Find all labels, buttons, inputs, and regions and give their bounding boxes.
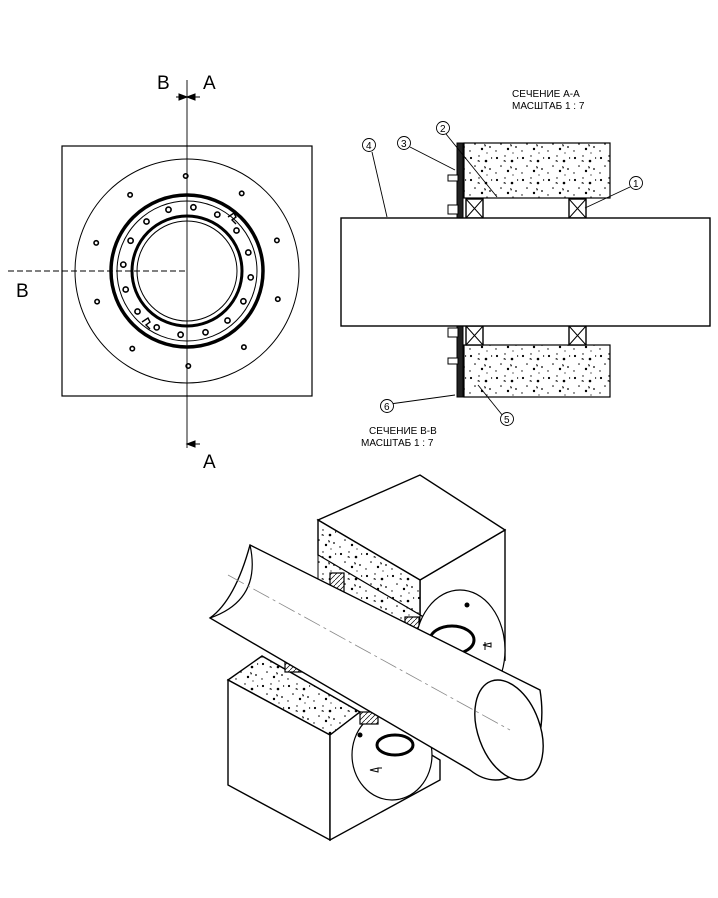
callout-1: 1 [633,179,639,190]
callout-5: 5 [504,415,510,426]
bolt-hole [240,344,247,351]
bolt-hole [129,345,136,352]
bolt-hole [127,237,134,245]
bolt-holes [93,173,281,369]
section-arrow [185,440,200,448]
callout-4: 4 [366,141,372,152]
bolt-hole [274,296,281,303]
bolt-hole [119,261,127,268]
bolt-hole [213,211,221,218]
bolt-hole [239,297,247,305]
section-arrow [176,93,189,101]
section-bb-title: СЕЧЕНИЕ В-В [369,426,437,437]
callout-2: 2 [440,124,446,135]
bolt-hole [224,317,231,324]
callout-6: 6 [384,402,390,413]
callout-3: 3 [401,139,407,150]
bolt-hole [143,218,150,225]
section-arrow [185,93,200,101]
bolt-hole [177,331,184,339]
section-mark-a-top: A [203,73,216,94]
bolt-hole [93,239,100,246]
concrete-wall-bottom [463,344,611,398]
bolt-hole [238,190,245,197]
bolt-hole [244,249,252,256]
section-bb-scale: МАСШТАБ 1 : 7 [361,438,434,449]
plan-view: B A B A [8,73,313,473]
seal-ring-iso [359,711,379,725]
section-aa-title: СЕЧЕНИЕ А-А [512,89,580,100]
section-aa-scale: МАСШТАБ 1 : 7 [512,101,585,112]
section-mark-b-top: B [157,73,170,94]
ring-split-joint [227,211,237,225]
bolt-hole [202,328,209,336]
bolt-hole [127,191,134,198]
ring-split-joint [141,316,151,330]
bolt-hole [153,323,161,331]
bolt-hole [94,298,101,305]
pipe-inner-surface [209,544,253,619]
bolt-hole [134,308,141,315]
pipe-centerline [227,574,511,731]
bolt-hole [233,227,240,234]
bolt-hole [165,206,172,214]
section-aa: СЕЧЕНИЕ А-А МАСШТАБ 1 : 7 [340,89,711,426]
section-mark-b-left: B [16,281,29,302]
bolt-hole [247,273,255,281]
section-bb: СЕЧЕНИЕ В-В МАСШТАБ 1 : 7 [208,426,544,842]
bolt-hole [122,286,130,293]
pipe-end [474,679,544,781]
concrete-wall-top [463,142,611,199]
bolt-hole [273,237,280,244]
bolt-hole [189,203,197,211]
section-mark-a-bottom: A [203,452,216,473]
pipe-section [340,217,711,327]
